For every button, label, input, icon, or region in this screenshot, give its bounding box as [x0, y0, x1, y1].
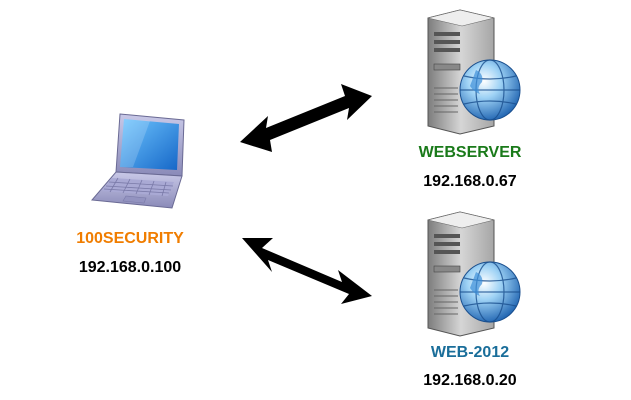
client-node: [88, 110, 188, 215]
client-name: 100SECURITY: [76, 230, 184, 247]
web-server-icon: [427, 9, 521, 135]
laptop-icon: [90, 113, 185, 209]
web-server-icon: [427, 211, 521, 337]
webserver-node: [414, 8, 524, 136]
arrow-client-webserver: [240, 84, 372, 152]
webserver-ip: 192.168.0.67: [423, 173, 517, 190]
arrow-client-web2012: [242, 238, 372, 304]
web2012-name: WEB-2012: [430, 344, 510, 361]
client-ip: 192.168.0.100: [78, 259, 182, 276]
web2012-node: [414, 210, 524, 338]
web2012-ip: 192.168.0.20: [423, 372, 517, 389]
webserver-name: WEBSERVER: [418, 144, 522, 161]
